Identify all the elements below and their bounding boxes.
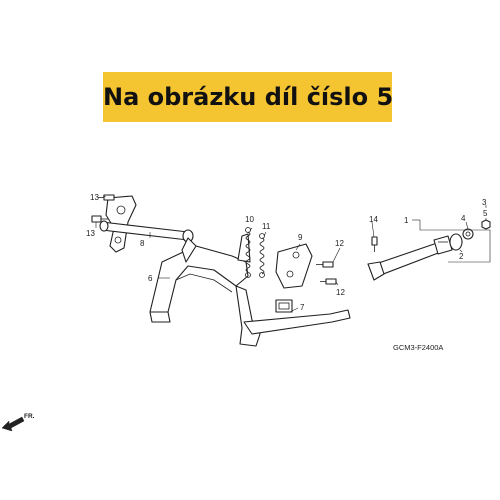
bolt-12-upper [316,261,334,268]
stopper-7 [275,299,293,313]
bolt-14 [371,236,378,252]
callout-1: 1 [404,216,409,225]
callout-12-lower: 12 [336,288,345,297]
leader-lines [95,195,491,313]
callout-4: 4 [461,214,466,223]
callout-2: 2 [459,252,464,261]
callout-13-upper: 13 [90,193,99,202]
bolt-13-lower [91,215,108,223]
callout-3: 3 [482,198,487,207]
callout-13-lower: 13 [86,229,95,238]
nut-5 [481,219,491,230]
callout-11: 11 [262,222,271,231]
callout-5: 5 [483,209,488,218]
banner: Na obrázku díl číslo 5 [103,72,394,122]
bracket-9 [275,243,313,289]
callout-9: 9 [298,233,303,242]
bolt-2 [438,233,463,251]
main-stand-6 [149,233,351,347]
callout-7: 7 [300,303,305,312]
callout-8: 8 [140,239,145,248]
direction-label: FR. [24,413,35,420]
banner-title: Na obrázku díl číslo 5 [103,83,394,111]
bolt-12-lower [320,278,337,285]
washer-4 [462,228,474,240]
front-arrow-icon [1,416,25,432]
callout-12-upper: 12 [335,239,344,248]
callout-6: 6 [148,274,153,283]
spring-10 [245,227,251,278]
callout-14: 14 [369,215,378,224]
spring-11 [259,233,265,278]
diagram-code: GCM3-F2400A [393,343,443,352]
bolt-13-upper [98,194,115,201]
callout-10: 10 [245,215,254,224]
side-stand-1 [367,235,453,281]
